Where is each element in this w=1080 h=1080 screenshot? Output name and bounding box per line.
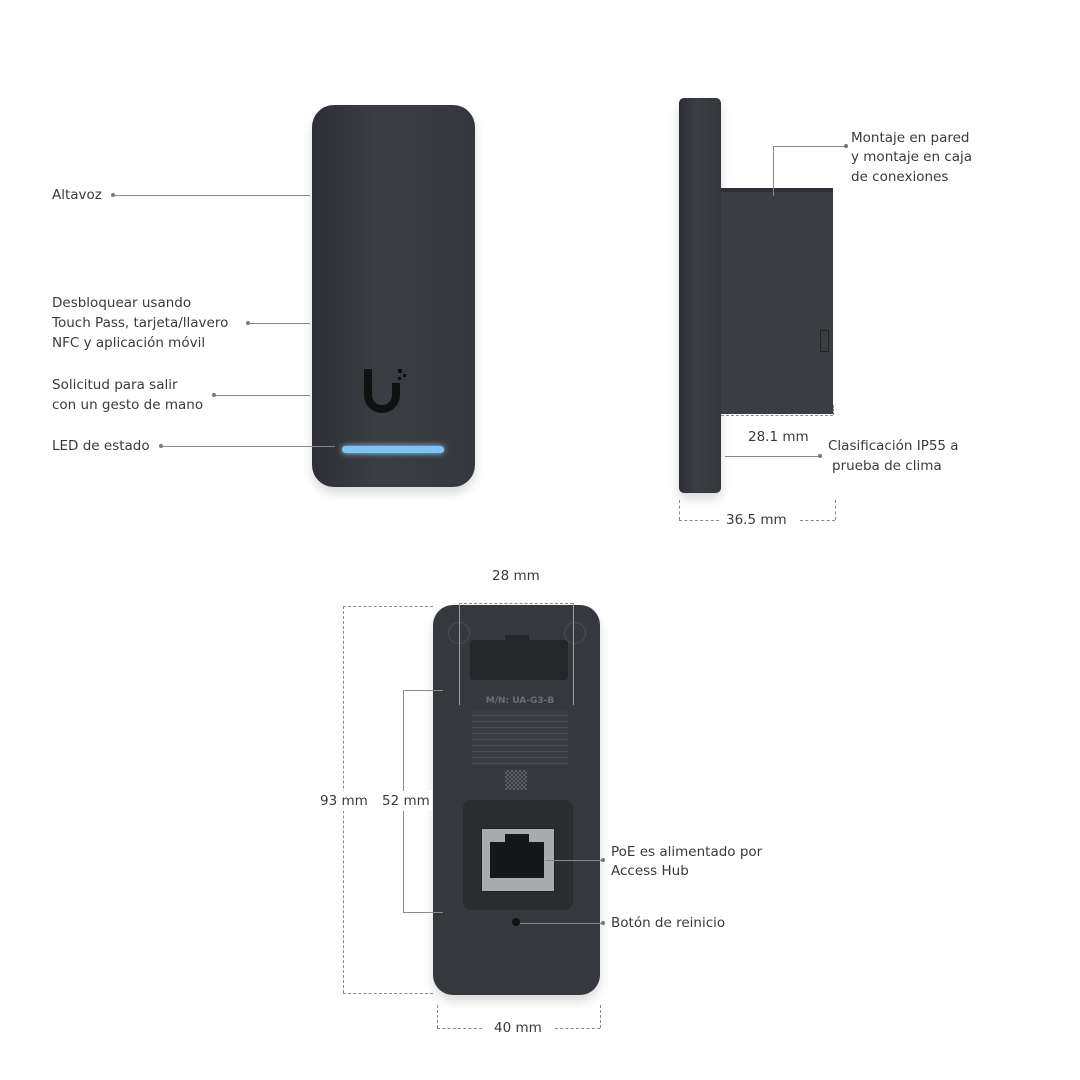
callout-line (248, 323, 310, 324)
status-led (342, 446, 444, 453)
label-poe-1: PoE es alimentado por (611, 844, 763, 860)
label-mounting-1: Montaje en pared (851, 130, 970, 146)
dim-width: 40 mm (494, 1020, 542, 1036)
callout-dot (844, 144, 848, 148)
dimension-line (721, 415, 833, 416)
screw-hole (564, 622, 586, 644)
dim-height: 93 mm (318, 791, 370, 811)
side-clip (820, 330, 829, 352)
label-status-led: LED de estado (52, 438, 150, 454)
callout-dot (601, 858, 605, 862)
ubiquiti-logo-icon (364, 369, 406, 413)
callout-line (161, 446, 335, 447)
label-text-block (472, 710, 568, 766)
label-poe-2: Access Hub (611, 863, 689, 879)
dimension-tick (833, 405, 834, 415)
dimension-tick (403, 690, 443, 691)
dimension-tick (459, 603, 460, 705)
dimension-tick (437, 1005, 438, 1028)
dimension-tick (343, 606, 433, 607)
callout-line (773, 146, 845, 147)
rj45-socket (490, 842, 544, 878)
callout-line (520, 923, 603, 924)
label-unlock-2: Touch Pass, tarjeta/llavero (52, 315, 229, 331)
dimension-tick (835, 500, 836, 520)
dimension-tick (403, 912, 443, 913)
label-unlock-1: Desbloquear usando (52, 295, 192, 311)
label-exit-2: con un gesto de mano (52, 397, 204, 413)
qr-code (505, 770, 527, 790)
dimension-line (800, 520, 835, 521)
label-rating-1: Clasificación IP55 a (828, 438, 959, 454)
dimension-line (437, 1028, 482, 1029)
dimension-tick (343, 993, 433, 994)
dimension-tick (600, 1005, 601, 1028)
model-label: M/N: UA-G3-B (485, 696, 555, 706)
label-mounting-3: de conexiones (851, 169, 949, 185)
label-exit-1: Solicitud para salir (52, 377, 178, 393)
dimension-line (679, 520, 719, 521)
dim-depth-body: 28.1 mm (748, 429, 809, 445)
dim-mount-width: 28 mm (492, 568, 540, 584)
label-speaker: Altavoz (52, 187, 102, 203)
callout-line (113, 195, 310, 196)
mount-tab (505, 635, 529, 643)
callout-line (773, 146, 774, 196)
label-mounting-2: y montaje en caja (851, 149, 973, 165)
callout-line (545, 860, 603, 861)
label-reset: Botón de reinicio (611, 915, 726, 931)
reset-button[interactable] (512, 918, 520, 926)
dimension-line (459, 603, 573, 604)
dim-mount-height: 52 mm (380, 791, 432, 811)
rj45-socket-top (505, 834, 529, 844)
dim-depth-total: 36.5 mm (726, 512, 787, 528)
dimension-line (555, 1028, 600, 1029)
callout-line (725, 456, 820, 457)
dimension-tick (573, 603, 574, 705)
label-rating-2: prueba de clima (832, 458, 942, 474)
mount-slot (470, 640, 568, 680)
callout-dot (818, 454, 822, 458)
side-device-body (721, 188, 833, 414)
callout-dot (601, 921, 605, 925)
callout-line (214, 395, 310, 396)
front-device (312, 105, 475, 487)
dimension-tick (679, 500, 680, 520)
label-unlock-3: NFC y aplicación móvil (52, 335, 206, 351)
side-device-plate (679, 98, 721, 493)
